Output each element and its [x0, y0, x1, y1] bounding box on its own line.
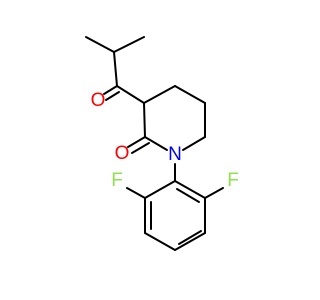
bond-isopropyl-carbonyl	[113, 51, 118, 87]
bond-fluorine-right	[204, 187, 224, 199]
lactam-oxygen-label: O	[115, 143, 130, 164]
difluorophenyl-ring	[126, 163, 224, 251]
bond-isopropyl-left	[85, 36, 115, 53]
bond-ring-c6-n	[182, 136, 206, 151]
ketone-oxygen-label: O	[91, 90, 106, 111]
bond-isopropyl-right	[113, 36, 145, 53]
bond-aryl-6	[174, 180, 206, 199]
isopropyl-group	[85, 36, 145, 87]
bond-ring-n-c2	[144, 136, 168, 151]
bond-lactam-double-b	[131, 142, 150, 154]
fluorine-right-label: F	[227, 170, 239, 191]
bond-aryl-1	[144, 180, 176, 199]
bond-lactam-double-a	[127, 136, 146, 148]
fluorine-left-label: F	[111, 170, 123, 191]
structure-diagram: O O N F F	[85, 36, 239, 251]
bond-fluorine-left	[126, 187, 146, 199]
bond-ring-c4-c5	[174, 85, 206, 104]
bond-aryl-3	[144, 232, 176, 251]
bond-aryl-inner-2	[178, 230, 202, 245]
piperidinone-ring	[127, 85, 206, 154]
bond-ring-c3-c4	[143, 85, 176, 104]
nitrogen-label: N	[168, 144, 182, 165]
bond-ring-c2-c3	[143, 102, 146, 138]
bond-ketone-double-b	[105, 91, 120, 101]
bond-aryl-4	[174, 232, 206, 251]
bond-aryl-inner-3	[176, 188, 200, 203]
ketone-group	[103, 85, 145, 104]
bond-ketone-double-a	[103, 85, 118, 95]
bond-ketone-to-ring	[116, 85, 145, 104]
molecule-canvas: O O N F F	[85, 36, 239, 251]
